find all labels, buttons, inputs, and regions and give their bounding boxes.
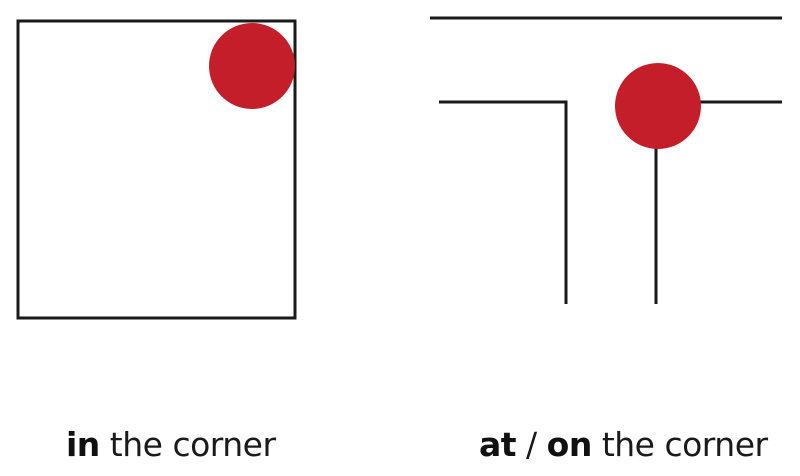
dot-in-corner [209, 23, 295, 109]
left-corner-line [439, 100, 568, 304]
caption-rest-right: the corner [591, 425, 768, 464]
caption-keyword-in: in [66, 425, 100, 464]
dot-at-corner [615, 63, 701, 149]
caption-at-on-the-corner: at / on the corner [479, 420, 768, 470]
caption-rest-left: the corner [99, 425, 276, 464]
caption-keyword-at: at [479, 425, 517, 464]
caption-in-the-corner: in the corner [66, 420, 276, 470]
caption-separator: / [516, 425, 547, 464]
room-box [16, 19, 297, 320]
caption-keyword-on: on [546, 425, 593, 464]
